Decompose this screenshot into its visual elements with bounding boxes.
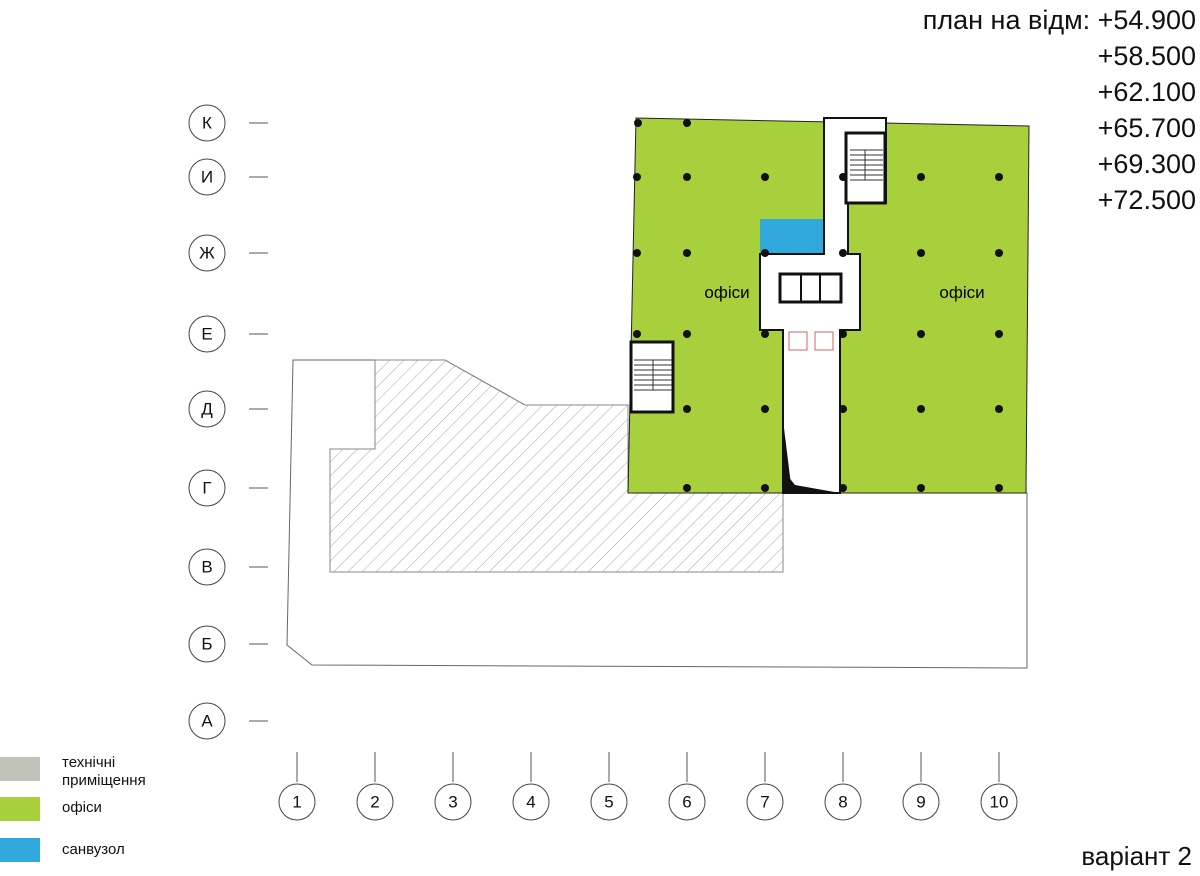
column-dot bbox=[633, 330, 641, 338]
level-list: +58.500 +62.100 +65.700 +69.300 +72.500 bbox=[1098, 38, 1196, 218]
column-axis-marker: 1 bbox=[278, 752, 316, 821]
column-dot bbox=[917, 173, 925, 181]
row-axis-marker: Д bbox=[188, 390, 268, 428]
column-axis-label: 1 bbox=[292, 793, 301, 812]
column-dot bbox=[761, 405, 769, 413]
row-axes: К И Ж Е Д Г В Б А bbox=[188, 104, 268, 740]
room-label-office-left: офіси bbox=[704, 283, 749, 302]
column-dot bbox=[839, 330, 847, 338]
column-dot bbox=[761, 484, 769, 492]
level: +72.500 bbox=[1097, 185, 1196, 215]
wall-wedge bbox=[783, 470, 840, 493]
column-axis-marker: 4 bbox=[512, 752, 550, 821]
row-axis-label: В bbox=[201, 558, 212, 577]
legend-swatch-offices bbox=[0, 797, 40, 821]
column-axis-label: 8 bbox=[838, 793, 847, 812]
column-dot bbox=[917, 405, 925, 413]
column-dot bbox=[917, 249, 925, 257]
row-axis-label: Ж bbox=[199, 244, 215, 263]
legend-swatch-technical bbox=[0, 757, 40, 781]
column-dot bbox=[995, 249, 1003, 257]
row-axis-label: Е bbox=[201, 325, 212, 344]
row-axis-marker: Г bbox=[188, 469, 268, 507]
column-axis-label: 2 bbox=[370, 793, 379, 812]
legend-label-wc: санвузол bbox=[62, 841, 125, 858]
column-dot bbox=[683, 484, 691, 492]
column-dot bbox=[683, 405, 691, 413]
row-axis-label: Г bbox=[202, 479, 211, 498]
elevator-icon bbox=[778, 272, 843, 351]
column-dot bbox=[917, 484, 925, 492]
level: +65.700 bbox=[1097, 113, 1196, 143]
column-axis-marker: 7 bbox=[746, 752, 784, 821]
column-dot bbox=[917, 330, 925, 338]
row-axis-marker: Б bbox=[188, 625, 268, 663]
column-axis-marker: 10 bbox=[980, 752, 1018, 821]
column-dot bbox=[683, 119, 691, 127]
column-dot bbox=[761, 330, 769, 338]
level: +58.500 bbox=[1097, 41, 1196, 71]
column-dot bbox=[839, 173, 847, 181]
column-dot bbox=[995, 405, 1003, 413]
level: +69.300 bbox=[1097, 149, 1196, 179]
column-axis-label: 10 bbox=[990, 793, 1009, 812]
row-axis-label: А bbox=[201, 712, 213, 731]
row-axis-label: И bbox=[201, 168, 213, 187]
row-axis-label: Б bbox=[201, 635, 212, 654]
column-dot bbox=[995, 330, 1003, 338]
column-dot bbox=[839, 484, 847, 492]
column-axis-label: 4 bbox=[526, 793, 535, 812]
row-axis-marker: Е bbox=[188, 315, 268, 353]
column-axis-marker: 6 bbox=[668, 752, 706, 821]
column-axis-label: 5 bbox=[604, 793, 613, 812]
wc-area bbox=[760, 219, 824, 254]
stair-left-icon bbox=[629, 340, 675, 414]
column-dot bbox=[839, 405, 847, 413]
stair-right-icon bbox=[844, 131, 887, 205]
row-axis-marker: К bbox=[188, 104, 268, 142]
column-axis-label: 7 bbox=[760, 793, 769, 812]
column-dot bbox=[683, 173, 691, 181]
variant-label: варіант 2 bbox=[1081, 841, 1192, 871]
column-dot bbox=[995, 484, 1003, 492]
column-axis-marker: 5 bbox=[590, 752, 628, 821]
plan-level-title: план на відм: +54.900 bbox=[922, 5, 1196, 35]
legend-label-technical: технічні приміщення bbox=[62, 754, 146, 789]
column-axis-marker: 3 bbox=[434, 752, 472, 821]
column-axis-label: 6 bbox=[682, 793, 691, 812]
column-dot bbox=[633, 249, 641, 257]
column-axes: 1 2 3 4 5 6 7 8 9 10 bbox=[278, 752, 1018, 821]
legend-swatch-wc bbox=[0, 838, 40, 862]
row-axis-marker: Ж bbox=[188, 234, 268, 272]
column-axis-marker: 2 bbox=[356, 752, 394, 821]
level: +62.100 bbox=[1097, 77, 1196, 107]
column-dot bbox=[995, 173, 1003, 181]
row-axis-label: К bbox=[202, 114, 212, 133]
column-dot bbox=[761, 249, 769, 257]
column-dot bbox=[683, 330, 691, 338]
column-dot bbox=[761, 173, 769, 181]
room-label-office-right: офіси bbox=[939, 283, 984, 302]
column-axis-marker: 8 bbox=[824, 752, 862, 821]
row-axis-marker: А bbox=[188, 702, 268, 740]
column-axis-label: 3 bbox=[448, 793, 457, 812]
row-axis-label: Д bbox=[201, 400, 213, 419]
column-axis-marker: 9 bbox=[902, 752, 940, 821]
column-axis-label: 9 bbox=[916, 793, 925, 812]
legend-label-offices: офіси bbox=[62, 799, 102, 816]
column-dot bbox=[633, 173, 641, 181]
structural-columns bbox=[633, 119, 1003, 492]
column-dot bbox=[839, 249, 847, 257]
column-dot bbox=[683, 249, 691, 257]
row-axis-marker: В bbox=[188, 548, 268, 586]
column-dot bbox=[634, 119, 642, 127]
row-axis-marker: И bbox=[188, 158, 268, 196]
